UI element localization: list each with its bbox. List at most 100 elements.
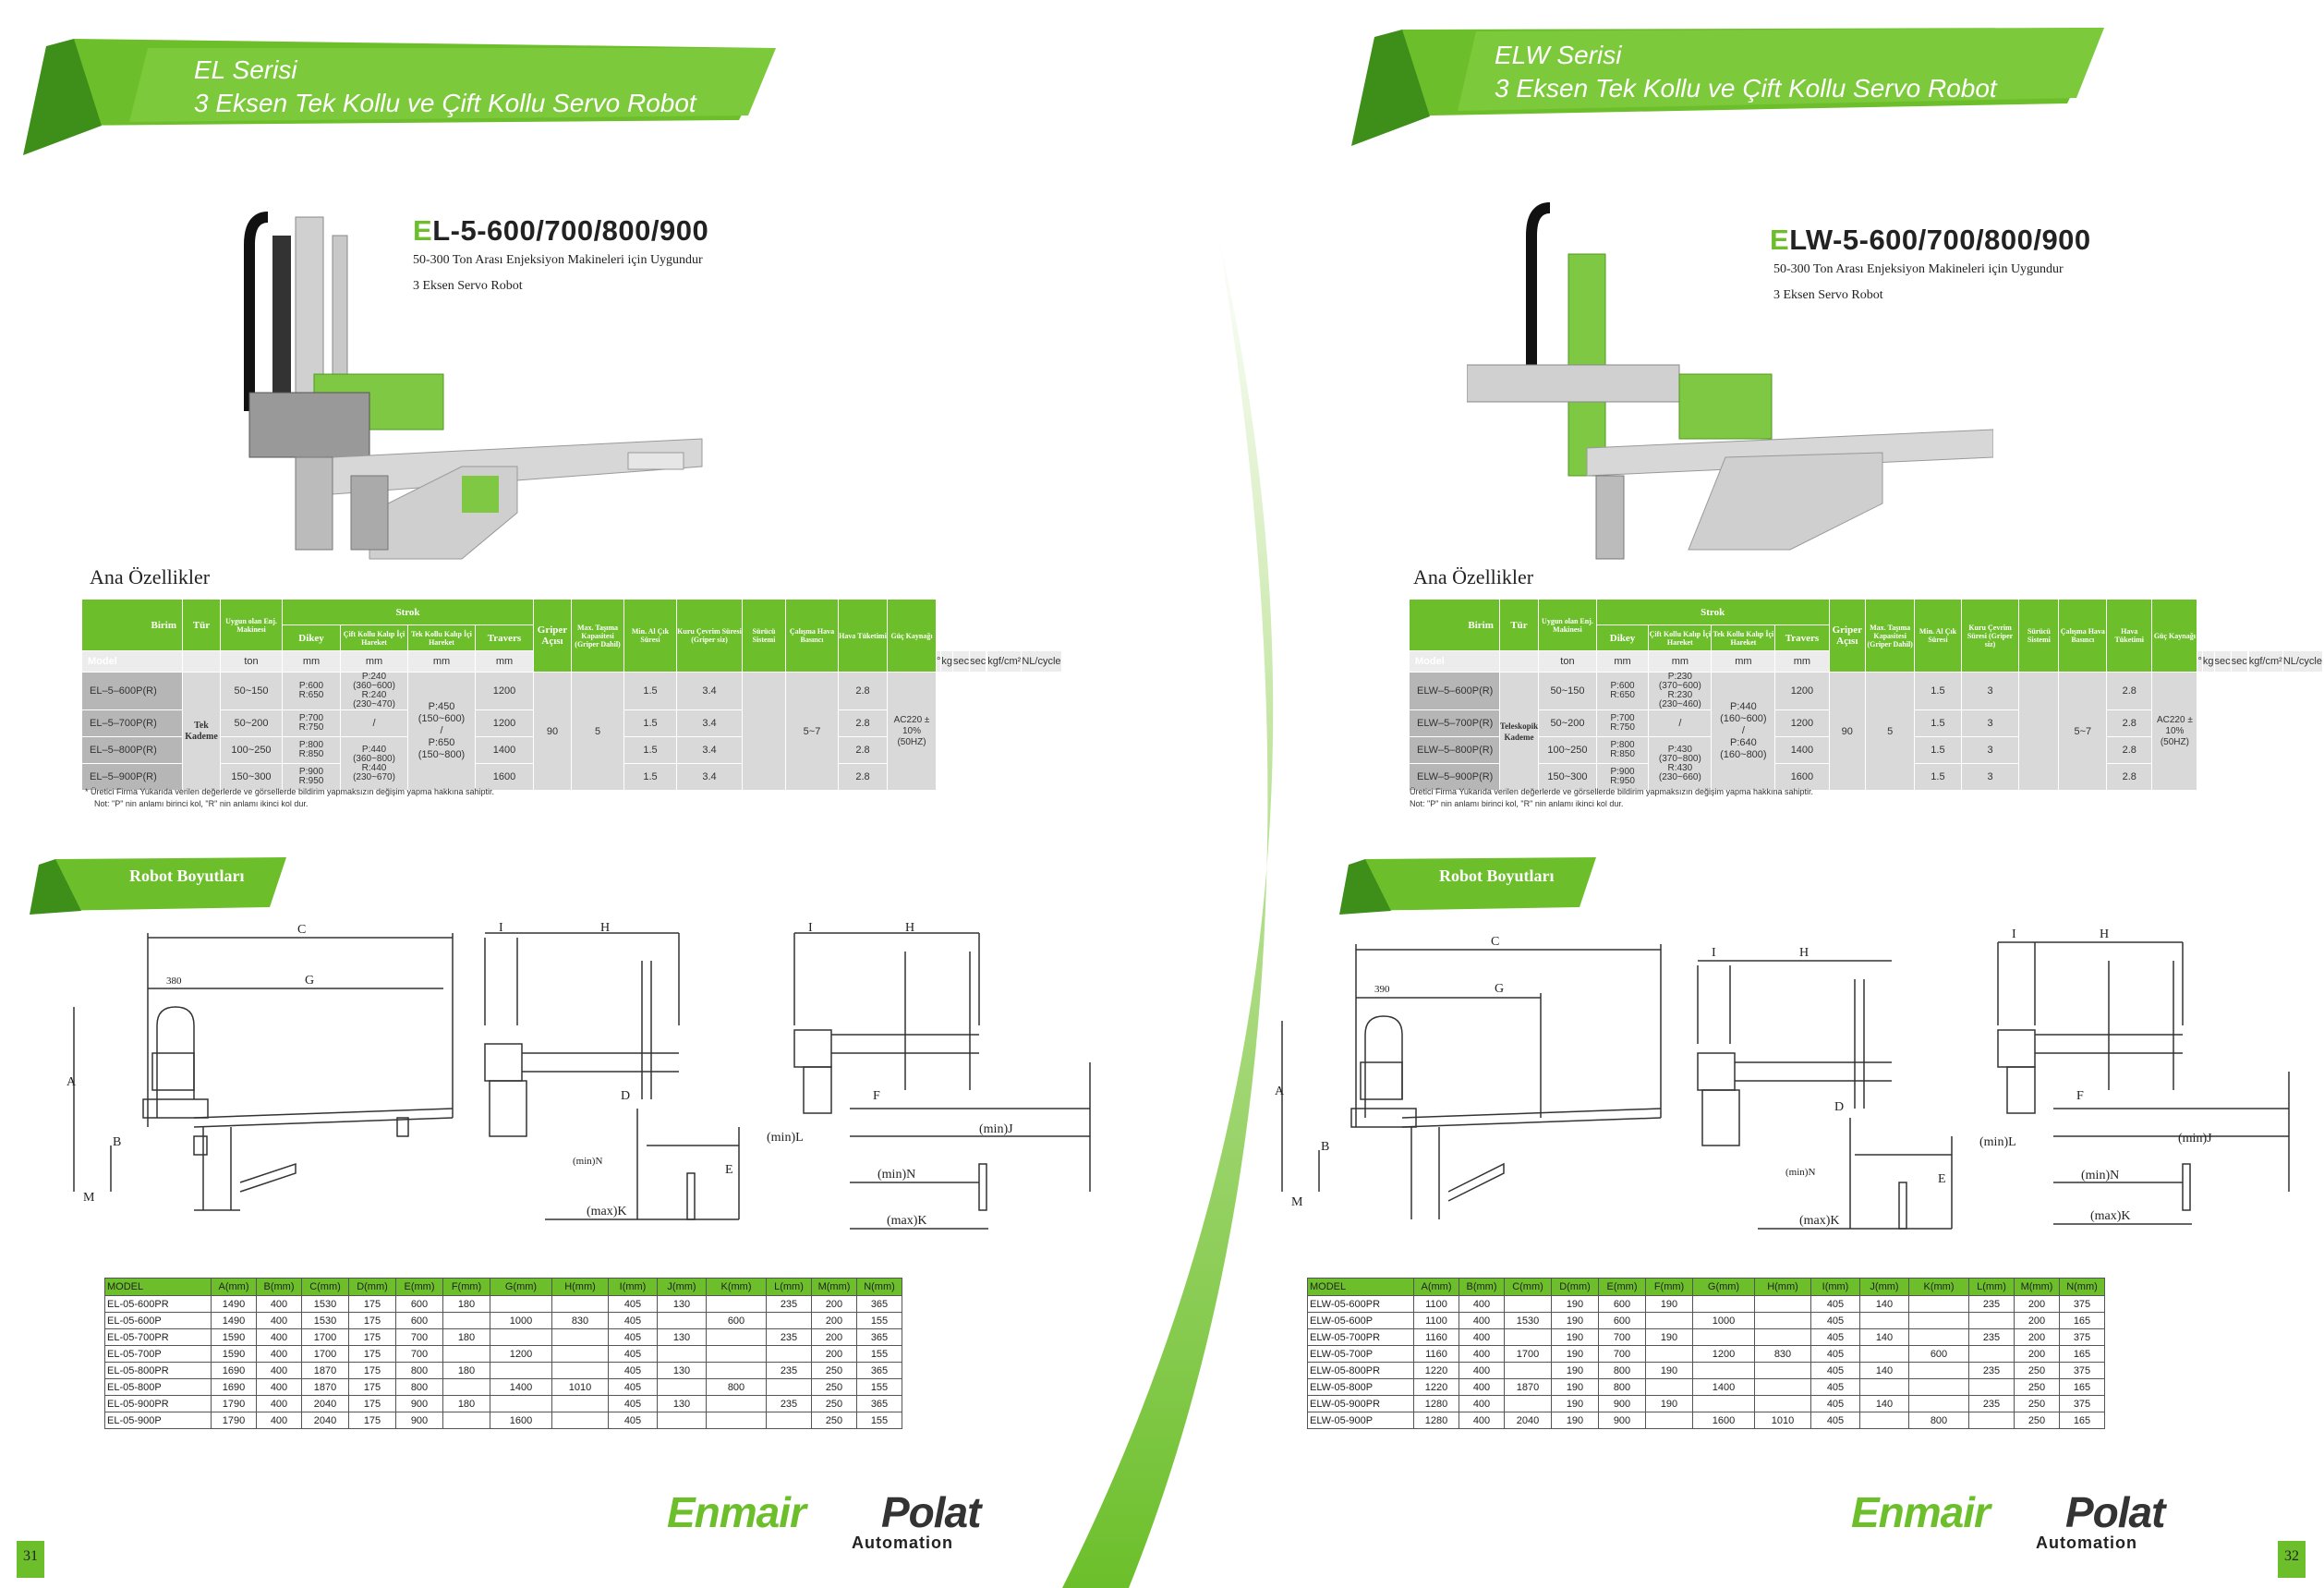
suitability-text: 50-300 Ton Arası Enjeksiyon Makineleri i…: [413, 253, 703, 267]
row-ton: 100~250: [220, 736, 283, 764]
table-cell: ELW-05-600P: [1307, 1312, 1414, 1329]
label-maxK: (max)K: [587, 1205, 627, 1218]
axis-text: 3 Eksen Servo Robot: [1773, 288, 1883, 302]
table-cell: 800: [706, 1378, 767, 1396]
left-page: EL Serisi 3 Eksen Tek Kollu ve Çift Koll…: [17, 39, 1092, 1578]
table-cell: ELW-05-700PR: [1307, 1328, 1414, 1346]
hava-header: Hava Tüketimi: [2106, 599, 2153, 673]
table-cell: 190: [1645, 1362, 1693, 1379]
table-cell: [490, 1395, 552, 1412]
banner-subtitle: 3 Eksen Tek Kollu ve Çift Kollu Servo Ro…: [194, 89, 696, 117]
guc-header: Güç Kaynağı: [2151, 599, 2198, 673]
table-cell: [1645, 1378, 1693, 1396]
series-banner: ELW Serisi 3 Eksen Tek Kollu ve Çift Kol…: [1347, 18, 2113, 148]
label-maxK2: (max)K: [887, 1214, 927, 1228]
company-logo: Enmair Polat Automation: [667, 1487, 1092, 1552]
table-cell: ELW-05-800PR: [1307, 1362, 1414, 1379]
dimensions-header-cell: L(mm): [1968, 1278, 2015, 1296]
table-cell: 1700: [301, 1345, 349, 1363]
table-cell: 190: [1551, 1312, 1599, 1329]
unit-cell: kg: [940, 650, 954, 673]
table-cell: 250: [2014, 1395, 2060, 1412]
dimensions-header-cell: L(mm): [766, 1278, 812, 1296]
table-cell: 165: [2059, 1345, 2105, 1363]
table-cell: 365: [856, 1362, 902, 1379]
table-cell: 1490: [211, 1295, 257, 1313]
model-header: Model: [81, 650, 183, 673]
table-cell: 250: [2014, 1362, 2060, 1379]
table-cell: [551, 1328, 609, 1346]
label-I: I: [1712, 946, 1716, 960]
label-maxK2: (max)K: [2090, 1209, 2131, 1223]
max-header: Max. Taşıma Kapasitesi (Griper Dahil): [1865, 599, 1916, 673]
table-cell: 1530: [301, 1295, 349, 1313]
model-title-rest: LW-5-600/700/800/900: [1789, 224, 2091, 256]
table-cell: ELW-05-600PR: [1307, 1295, 1414, 1313]
cift-value: P:440 (360~800) R:440 (230~670): [340, 736, 408, 791]
table-cell: 365: [856, 1295, 902, 1313]
dimensions-banner: Robot Boyutları: [28, 854, 305, 918]
table-cell: [490, 1295, 552, 1313]
table-cell: [551, 1412, 609, 1429]
table-cell: 235: [1968, 1328, 2015, 1346]
kuru-header: Kuru Çevrim Süresi (Griper siz): [1960, 599, 2020, 673]
row-hava: 2.8: [838, 736, 888, 764]
table-cell: 1870: [1504, 1378, 1552, 1396]
dimensions-header-cell: K(mm): [1908, 1278, 1969, 1296]
table-cell: 405: [608, 1295, 658, 1313]
label-C: C: [297, 923, 306, 937]
griper-header: Griper Açısı: [1828, 599, 1867, 673]
dimensions-banner-shape: [1339, 857, 1596, 915]
table-cell: 400: [256, 1328, 302, 1346]
row-kuru: 3.4: [676, 709, 743, 737]
table-cell: [551, 1362, 609, 1379]
table-cell: 130: [657, 1362, 707, 1379]
unit-tur: [182, 650, 221, 673]
table-cell: 175: [348, 1345, 396, 1363]
table-cell: 190: [1551, 1395, 1599, 1412]
table-cell: [1504, 1395, 1552, 1412]
banner-series-name: EL Serisi: [194, 55, 297, 84]
unit-cell: sec: [2213, 650, 2232, 673]
table-cell: [706, 1412, 767, 1429]
table-cell: [1645, 1312, 1693, 1329]
table-cell: 900: [395, 1412, 443, 1429]
table-cell: 1400: [490, 1378, 552, 1396]
table-cell: 155: [856, 1345, 902, 1363]
table-cell: 250: [811, 1395, 857, 1412]
birim-label: Birim: [151, 619, 177, 631]
table-cell: [706, 1395, 767, 1412]
row-min: 1.5: [1914, 736, 1962, 764]
table-cell: 375: [2059, 1395, 2105, 1412]
table-cell: 190: [1551, 1362, 1599, 1379]
table-cell: 180: [442, 1395, 490, 1412]
table-cell: [657, 1378, 707, 1396]
table-cell: 140: [1859, 1328, 1909, 1346]
table-cell: 140: [1859, 1295, 1909, 1313]
table-cell: 2040: [1504, 1412, 1552, 1429]
row-hava: 2.8: [2106, 709, 2153, 737]
label-H: H: [1799, 946, 1809, 960]
row-kuru: 3: [1960, 709, 2020, 737]
page-number: 31: [17, 1541, 44, 1578]
table-cell: [766, 1312, 812, 1329]
label-F: F: [873, 1089, 880, 1103]
dimensions-header-cell: A(mm): [211, 1278, 257, 1296]
table-cell: 400: [256, 1412, 302, 1429]
table-cell: 400: [1459, 1345, 1505, 1363]
label-A: A: [1275, 1085, 1285, 1098]
side-view-labels: C G 380 A B M: [67, 923, 314, 1205]
row-hava: 2.8: [2106, 672, 2153, 710]
table-cell: [766, 1378, 812, 1396]
table-cell: [442, 1412, 490, 1429]
row-travers: 1200: [475, 672, 534, 710]
row-kuru: 3: [1960, 736, 2020, 764]
table-cell: 190: [1551, 1345, 1599, 1363]
unit-cell: mm: [475, 650, 534, 673]
calisma-header: Çalışma Hava Basıncı: [785, 599, 839, 673]
table-cell: 200: [811, 1328, 857, 1346]
table-cell: 400: [1459, 1295, 1505, 1313]
